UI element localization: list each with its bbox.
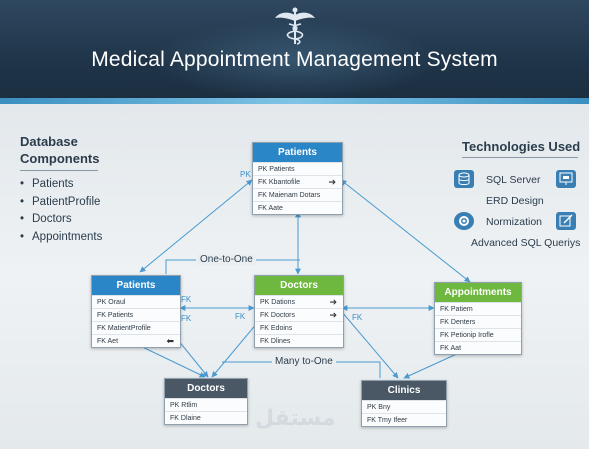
tech-sql-server: SQL Server bbox=[486, 174, 541, 186]
key-label: FK bbox=[235, 312, 246, 321]
database-icon bbox=[454, 170, 474, 188]
tech-erd-design: ERD Design bbox=[486, 195, 544, 207]
entity-patients-top[interactable]: Patients PK Patients FK Kbantofile➔ FK M… bbox=[252, 142, 343, 215]
key-label: PK bbox=[240, 170, 251, 179]
entity-row: PK Rtlim bbox=[165, 398, 247, 411]
watermark-logo: مستقل bbox=[255, 405, 336, 430]
list-item: •Appointments bbox=[20, 230, 103, 243]
line-doctors-to-clinics bbox=[341, 311, 399, 379]
entity-row: PK Oraul bbox=[92, 295, 180, 308]
line-patients-top-to-patients-left bbox=[139, 179, 253, 273]
line-patients-top-to-appointments bbox=[340, 179, 471, 283]
components-divider bbox=[20, 170, 98, 171]
entity-row: PK Bny bbox=[362, 400, 446, 413]
entity-row: PK Dations➔ bbox=[255, 295, 343, 308]
entity-row: FK Aat bbox=[435, 341, 521, 354]
key-label: FK bbox=[181, 295, 192, 304]
relation-label-one-to-one: One-to-One bbox=[197, 254, 256, 265]
diagram-icon bbox=[556, 170, 576, 188]
entity-title: Patients bbox=[253, 143, 342, 162]
entity-row: FK MatientProfile bbox=[92, 321, 180, 334]
entity-row: FK Dlaine bbox=[165, 411, 247, 424]
entity-row: FK Denters bbox=[435, 315, 521, 328]
entity-row: FK Petionip Irofle bbox=[435, 328, 521, 341]
arrow-right-icon: ➔ bbox=[329, 309, 337, 320]
entity-title: Doctors bbox=[255, 276, 343, 295]
tech-normization: Normization bbox=[486, 216, 543, 228]
entity-row: FK Patients bbox=[92, 308, 180, 321]
list-item: •Doctors bbox=[20, 213, 72, 225]
entity-row: PK Patients bbox=[253, 162, 342, 175]
list-item: •Patients bbox=[20, 178, 74, 190]
key-label: FK bbox=[181, 314, 192, 323]
components-heading: Database Components bbox=[20, 133, 99, 167]
tech-advanced-sql: Advanced SQL Queriys bbox=[471, 237, 581, 249]
line-doctors-to-doctors-bottom bbox=[211, 321, 259, 378]
entity-title: Appointments bbox=[435, 283, 521, 302]
key-label: FK bbox=[352, 313, 363, 322]
entity-row: FK Tmy Ifeer bbox=[362, 413, 446, 426]
components-heading-line1: Database bbox=[20, 134, 78, 149]
entity-row: FK Dlines bbox=[255, 334, 343, 347]
list-item: •PatientProfile bbox=[20, 195, 101, 208]
caduceus-icon bbox=[275, 7, 315, 45]
entity-doctors-middle[interactable]: Doctors PK Dations➔ FK Doctors➔ FK Edoin… bbox=[254, 275, 344, 348]
line-one-to-one bbox=[165, 259, 196, 274]
arrow-left-icon: ⬅ bbox=[166, 335, 174, 346]
components-list: •Patients •PatientProfile •Doctors •Appo… bbox=[20, 178, 102, 248]
technologies-divider bbox=[462, 157, 578, 158]
entity-row: FK Aate bbox=[253, 201, 342, 214]
edit-icon bbox=[556, 212, 576, 230]
entity-row: FK Patiem bbox=[435, 302, 521, 315]
gear-icon bbox=[454, 212, 474, 230]
header-banner: Medical Appointment Management System bbox=[0, 0, 589, 104]
page-title: Medical Appointment Management System bbox=[91, 48, 498, 71]
entity-clinics[interactable]: Clinics PK Bny FK Tmy Ifeer bbox=[361, 380, 447, 427]
entity-appointments[interactable]: Appointments FK Patiem FK Denters FK Pet… bbox=[434, 282, 522, 355]
header-accent-strip bbox=[0, 98, 589, 104]
entity-patients-left[interactable]: Patients PK Oraul FK Patients FK Matient… bbox=[91, 275, 181, 348]
entity-row: FK Kbantofile➔ bbox=[253, 175, 342, 188]
relation-label-many-to-one: Many to-One bbox=[272, 356, 336, 367]
arrow-right-icon: ➔ bbox=[328, 176, 336, 187]
entity-title: Doctors bbox=[165, 379, 247, 398]
entity-row: FK Aet⬅ bbox=[92, 334, 180, 347]
entity-title: Clinics bbox=[362, 381, 446, 400]
technologies-heading: Technologies Used bbox=[462, 139, 581, 154]
arrow-right-icon: ➔ bbox=[329, 296, 337, 307]
entity-row: FK Maienam Dotars bbox=[253, 188, 342, 201]
line-patients-left-to-doctors-bottom bbox=[177, 339, 209, 378]
entity-doctors-bottom[interactable]: Doctors PK Rtlim FK Dlaine bbox=[164, 378, 248, 425]
entity-row: FK Edoins bbox=[255, 321, 343, 334]
line-many-to-one-right bbox=[336, 361, 381, 378]
entity-row: FK Doctors➔ bbox=[255, 308, 343, 321]
components-heading-line2: Components bbox=[20, 151, 100, 166]
entity-title: Patients bbox=[92, 276, 180, 295]
